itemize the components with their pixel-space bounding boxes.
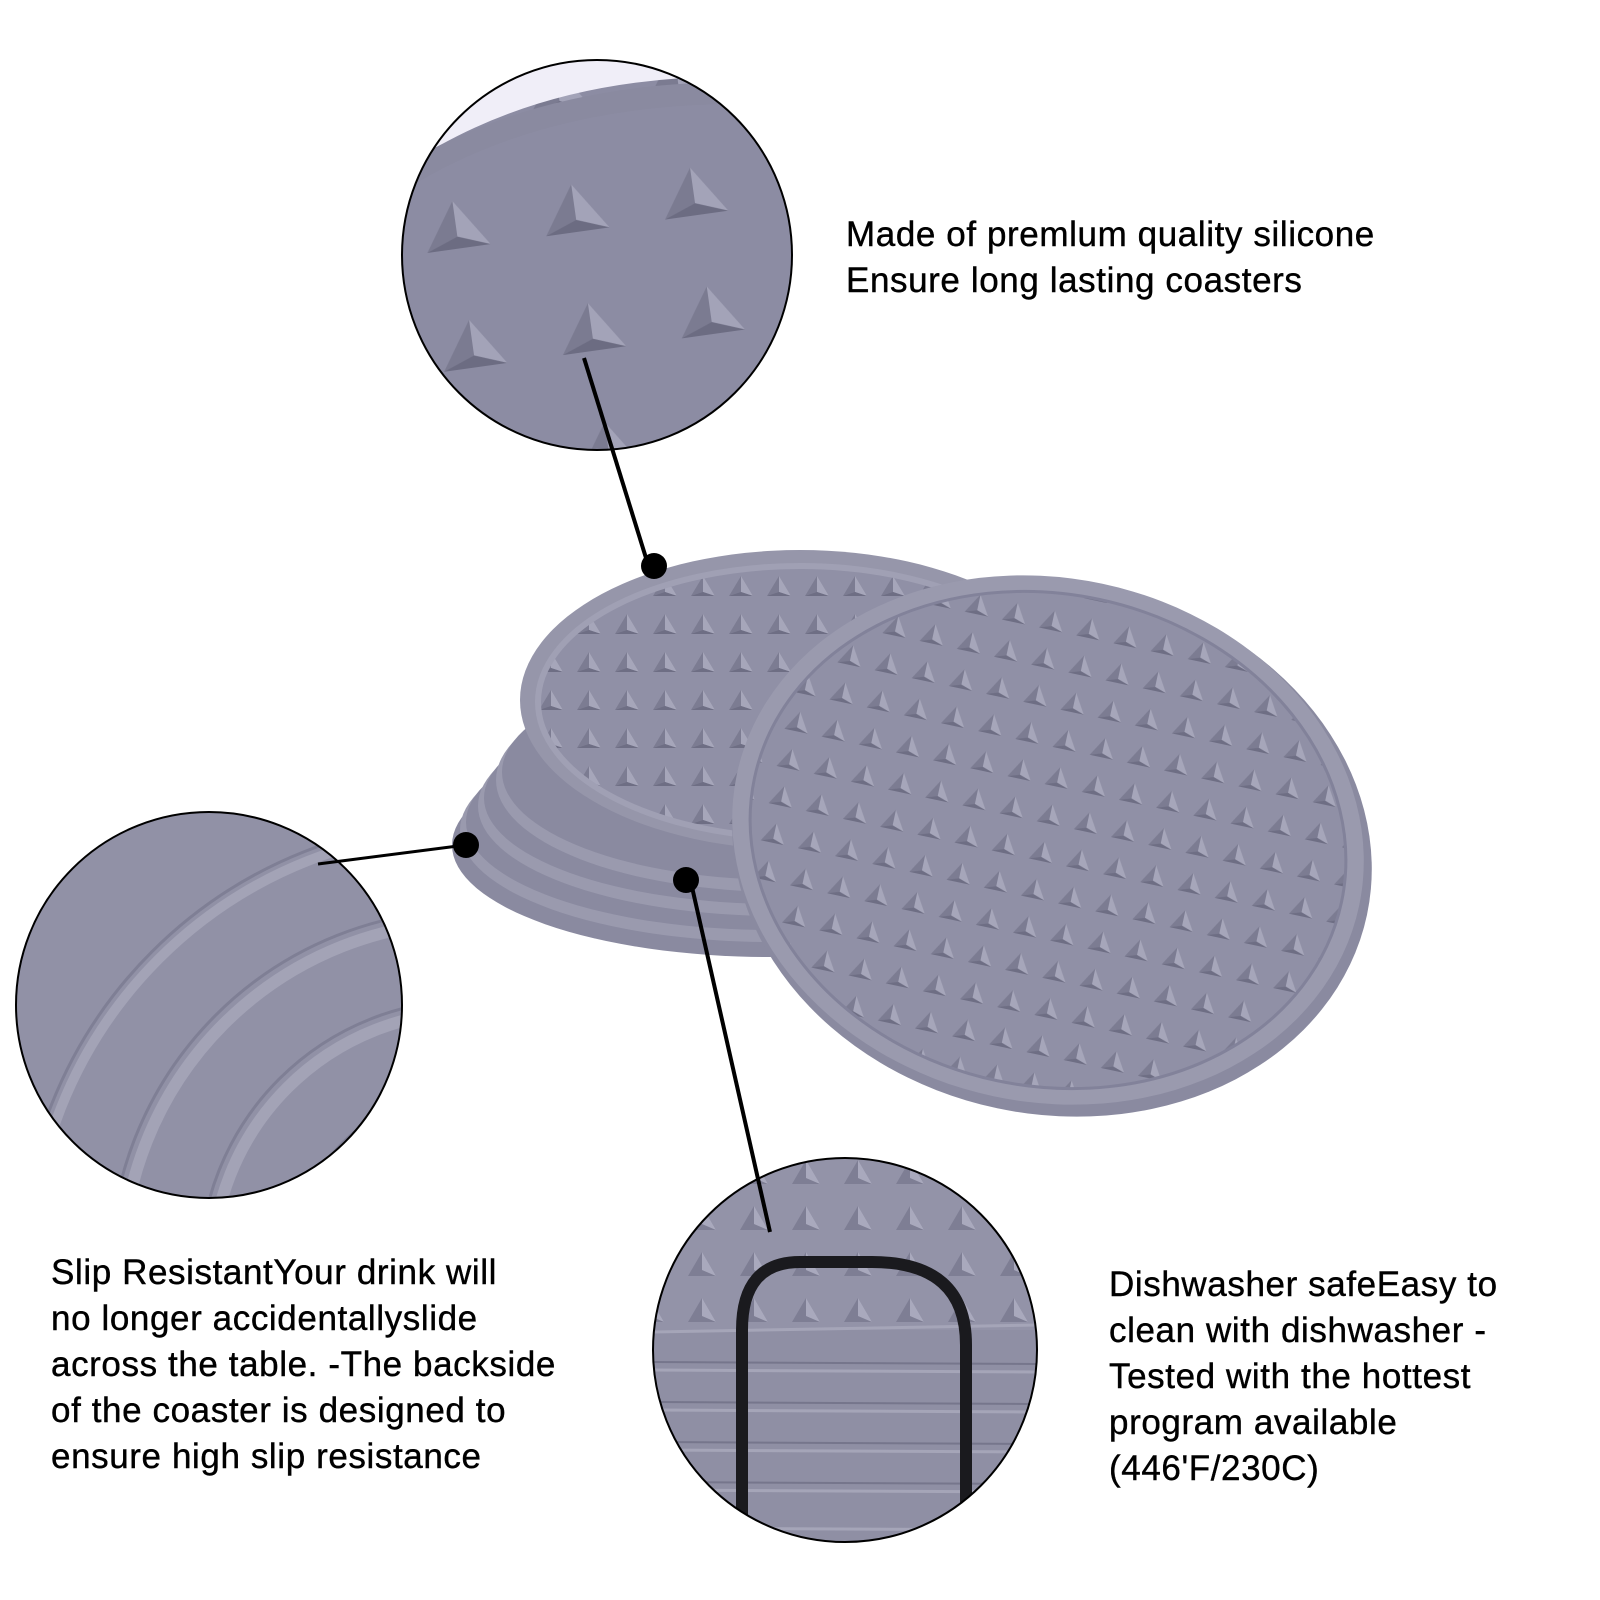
caption-line: ensure high slip resistance	[51, 1437, 482, 1476]
caption-line: Ensure long lasting coasters	[846, 261, 1303, 300]
coaster-front	[732, 575, 1372, 1117]
leader-dot-top	[641, 553, 667, 579]
caption-line: Made of premlum quality silicone	[846, 215, 1375, 254]
caption-line: (446'F/230C)	[1109, 1449, 1320, 1488]
caption-line: Slip ResistantYour drink will	[51, 1253, 498, 1292]
caption-material: Made of premlum quality silicone Ensure …	[846, 212, 1375, 304]
leader-dot-left	[453, 832, 479, 858]
leader-dot-bottom	[673, 867, 699, 893]
wire-holder	[736, 1256, 972, 1542]
caption-line: across the table. -The backside	[51, 1345, 556, 1384]
caption-dishwasher-safe: Dishwasher safeEasy to clean with dishwa…	[1109, 1262, 1498, 1492]
callout-circle-holder	[652, 1157, 1038, 1543]
caption-line: clean with dishwasher -	[1109, 1311, 1487, 1350]
caption-slip-resistant: Slip ResistantYour drink will no longer …	[51, 1250, 556, 1480]
callout-circle-backside	[15, 811, 403, 1199]
caption-line: Dishwasher safeEasy to	[1109, 1265, 1498, 1304]
caption-line: of the coaster is designed to	[51, 1391, 507, 1430]
caption-line: program available	[1109, 1403, 1398, 1442]
caption-line: Tested with the hottest	[1109, 1357, 1472, 1396]
leader-lines	[317, 357, 772, 1233]
caption-line: no longer accidentallyslide	[51, 1299, 478, 1338]
